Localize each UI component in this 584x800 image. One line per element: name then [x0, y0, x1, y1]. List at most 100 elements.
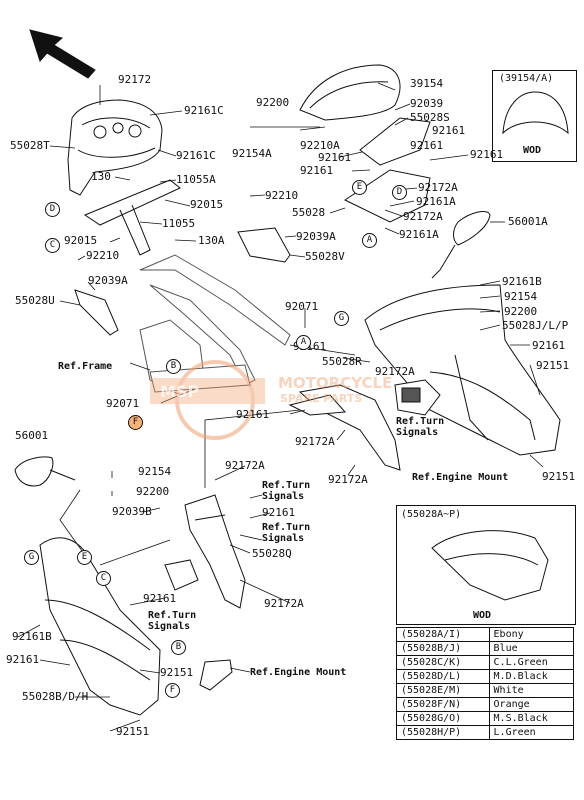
- color-table-row: (55028B/J)Blue: [396, 641, 575, 656]
- callout-92151: 92151: [160, 666, 194, 679]
- marker-G: G: [334, 311, 349, 326]
- callout-92161: 92161: [532, 339, 566, 352]
- callout-55028R: 55028R: [322, 355, 362, 368]
- callout-92172A: 92172A: [328, 473, 368, 486]
- callout-55028V: 55028V: [305, 250, 345, 263]
- callout-92015: 92015: [190, 198, 224, 211]
- part-code-cell: (55028C/K): [396, 655, 490, 670]
- watermark-graphic: [150, 360, 265, 440]
- marker-G: G: [24, 550, 39, 565]
- right-side-cowl-part: [364, 284, 561, 456]
- color-name-cell: M.S.Black: [488, 711, 575, 726]
- callout-55028Q: 55028Q: [252, 547, 292, 560]
- marker-E: E: [77, 550, 92, 565]
- callout-130A: 130A: [198, 234, 225, 247]
- part-code-cell: (55028A/I): [396, 627, 490, 642]
- callout-92161C: 92161C: [176, 149, 216, 162]
- inset-fairing-variant: (55028A~P) WOD: [396, 505, 576, 625]
- callout-39154: 39154: [410, 77, 444, 90]
- color-name-cell: L.Green: [488, 725, 575, 740]
- marker-A: A: [362, 233, 377, 248]
- color-name-cell: Ebony: [488, 627, 575, 642]
- color-table-row: (55028E/M)White: [396, 683, 575, 698]
- callout-92161A: 92161A: [399, 228, 439, 241]
- ref-engine-mount: Ref.Engine Mount: [250, 667, 347, 678]
- inset-windshield-variant: (39154/A) WOD: [492, 70, 577, 162]
- ref-engine-mount: Ref.Engine Mount: [412, 472, 509, 483]
- marker-B: B: [171, 640, 186, 655]
- inner-cover-part: [343, 117, 431, 223]
- leader-lines: [17, 82, 544, 732]
- color-name-cell: Blue: [488, 641, 575, 656]
- callout-92161: 92161: [143, 592, 177, 605]
- callout-92172A: 92172A: [225, 459, 265, 472]
- inset-title: (55028A~P): [401, 509, 462, 520]
- ref-frame: Ref.Frame: [58, 361, 113, 372]
- callout-55028B/D/H: 55028B/D/H: [22, 690, 89, 703]
- marker-F: F: [165, 683, 180, 698]
- lower-inner-piece-part: [184, 494, 246, 609]
- callout-92210: 92210: [86, 249, 120, 262]
- left-mirror-part: [14, 456, 76, 487]
- side-inner-piece-part: [74, 289, 119, 336]
- color-table-row: (55028G/O)M.S.Black: [396, 711, 575, 726]
- callout-92161: 92161: [318, 151, 352, 164]
- color-table-row: (55028F/N)Orange: [396, 697, 575, 712]
- callout-55028T: 55028T: [10, 139, 50, 152]
- ref-turn-signals: Ref.Turn Signals: [262, 480, 311, 502]
- callout-92161B: 92161B: [502, 275, 542, 288]
- color-name-cell: C.L.Green: [488, 655, 575, 670]
- callout-92071: 92071: [285, 300, 319, 313]
- part-code-cell: (55028D/L): [396, 669, 490, 684]
- color-table-row: (55028H/P)L.Green: [396, 725, 575, 740]
- windshield-part: [299, 64, 401, 121]
- callout-130: 130: [91, 170, 111, 183]
- part-code-cell: (55028E/M): [396, 683, 490, 698]
- color-variant-table: (55028A/I)Ebony(55028B/J)Blue(55028C/K)C…: [396, 627, 575, 740]
- color-table-row: (55028C/K)C.L.Green: [396, 655, 575, 670]
- callout-92161: 92161: [6, 653, 40, 666]
- callout-56001A: 56001A: [508, 215, 548, 228]
- color-name-cell: M.D.Black: [488, 669, 575, 684]
- callout-92161: 92161: [410, 139, 444, 152]
- callout-92039B: 92039B: [112, 505, 152, 518]
- marker-C: C: [96, 571, 111, 586]
- left-lower-cowl-part: [39, 537, 161, 716]
- watermark-sub: SPARE PARTS: [280, 392, 363, 405]
- callout-92154: 92154: [138, 465, 172, 478]
- color-name-cell: White: [488, 683, 575, 698]
- part-code-cell: (55028F/N): [396, 697, 490, 712]
- callout-92151: 92151: [542, 470, 576, 483]
- marker-A: A: [296, 335, 311, 350]
- part-code-cell: (55028H/P): [396, 725, 490, 740]
- right-mirror-part: [431, 211, 491, 279]
- callout-55028: 55028: [292, 206, 326, 219]
- marker-D: D: [392, 185, 407, 200]
- marker-B: B: [166, 359, 181, 374]
- callout-92200: 92200: [504, 305, 538, 318]
- inset-fairing-sketch: [431, 530, 549, 601]
- callout-92200: 92200: [136, 485, 170, 498]
- callout-92161: 92161: [432, 124, 466, 137]
- ref-turn-signals: Ref.Turn Signals: [396, 416, 445, 438]
- callout-92172A: 92172A: [403, 210, 443, 223]
- callout-92210: 92210: [265, 189, 299, 202]
- callout-55028J/L/P: 55028J/L/P: [502, 319, 569, 332]
- callout-92161A: 92161A: [416, 195, 456, 208]
- ref-turn-signals: Ref.Turn Signals: [148, 610, 197, 632]
- callout-92161: 92161: [300, 164, 334, 177]
- color-table-row: (55028A/I)Ebony: [396, 627, 575, 642]
- callout-92151: 92151: [536, 359, 570, 372]
- callout-11055A: 11055A: [176, 173, 216, 186]
- inset-windshield-sketch: [502, 91, 569, 135]
- callout-92172: 92172: [118, 73, 152, 86]
- ref-turn-signals: Ref.Turn Signals: [262, 522, 311, 544]
- callout-11055: 11055: [162, 217, 196, 230]
- engine-mount-bracket-part: [199, 659, 233, 691]
- inset-footer: WOD: [523, 145, 542, 156]
- callout-92210A: 92210A: [300, 139, 340, 152]
- frame-part: [139, 254, 291, 396]
- callout-92172A: 92172A: [375, 365, 415, 378]
- lower-turn-signal-part: [164, 559, 199, 591]
- inset-footer: WOD: [473, 610, 492, 621]
